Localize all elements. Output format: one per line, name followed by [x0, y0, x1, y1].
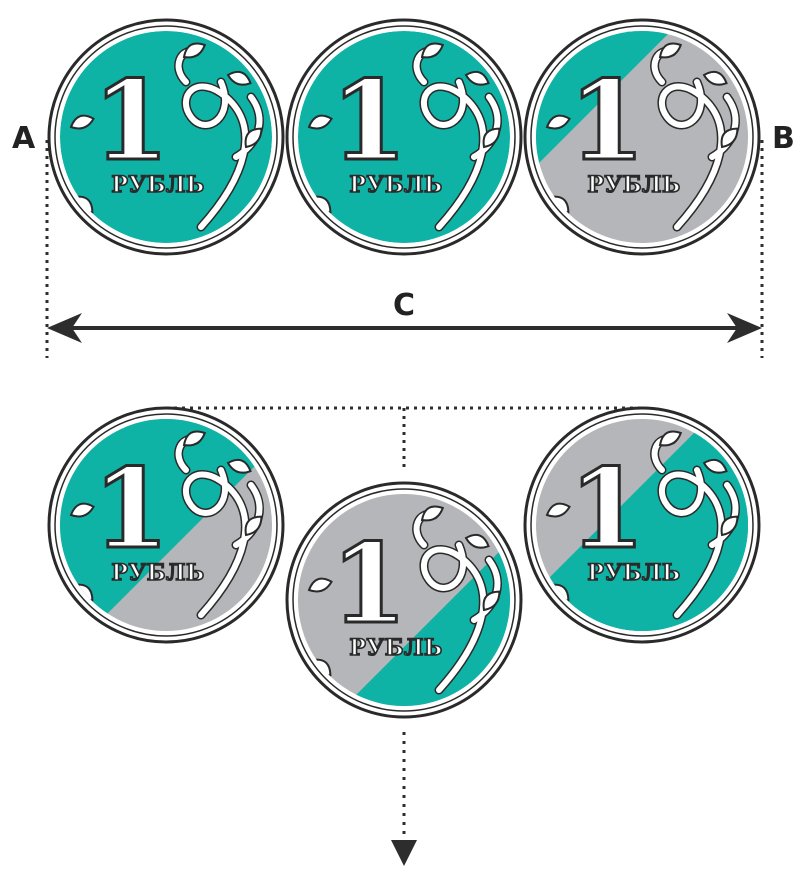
- coin-denomination: 1: [93, 444, 170, 573]
- width-arrow-head-left: [47, 313, 82, 343]
- coin-face: [60, 31, 272, 243]
- coin-denomination: 1: [331, 519, 408, 648]
- label-b: B: [772, 121, 795, 156]
- coin-denomination: 1: [93, 56, 170, 185]
- coin-rim-inner: [292, 488, 516, 712]
- coin-rim-inner: [54, 413, 278, 637]
- coin-face: [60, 419, 272, 631]
- label-c: C: [393, 288, 415, 323]
- coin-rim-inner: [530, 25, 754, 249]
- coin-face: [536, 419, 748, 631]
- coin-face: [298, 31, 510, 243]
- label-a: A: [12, 121, 36, 156]
- coin-rim-inner: [530, 413, 754, 637]
- width-arrow-head-right: [727, 313, 762, 343]
- coin-denomination: 1: [331, 56, 408, 185]
- coin-face: [536, 31, 748, 243]
- coin-word: РУБЛЬ: [587, 172, 680, 198]
- coin-rim-inner: [54, 25, 278, 249]
- coin-word: РУБЛЬ: [111, 560, 204, 586]
- down-arrow-icon: [391, 840, 417, 866]
- coin-word: РУБЛЬ: [587, 560, 680, 586]
- coin-rim-inner: [292, 25, 516, 249]
- coin-denomination: 1: [569, 56, 646, 185]
- dimension-c: [45, 140, 764, 358]
- bottom-connector: [166, 406, 640, 866]
- coin-denomination: 1: [569, 444, 646, 573]
- coin-word: РУБЛЬ: [349, 635, 442, 661]
- coin-word: РУБЛЬ: [111, 172, 204, 198]
- coin-word: РУБЛЬ: [349, 172, 442, 198]
- coin-face: [298, 494, 510, 706]
